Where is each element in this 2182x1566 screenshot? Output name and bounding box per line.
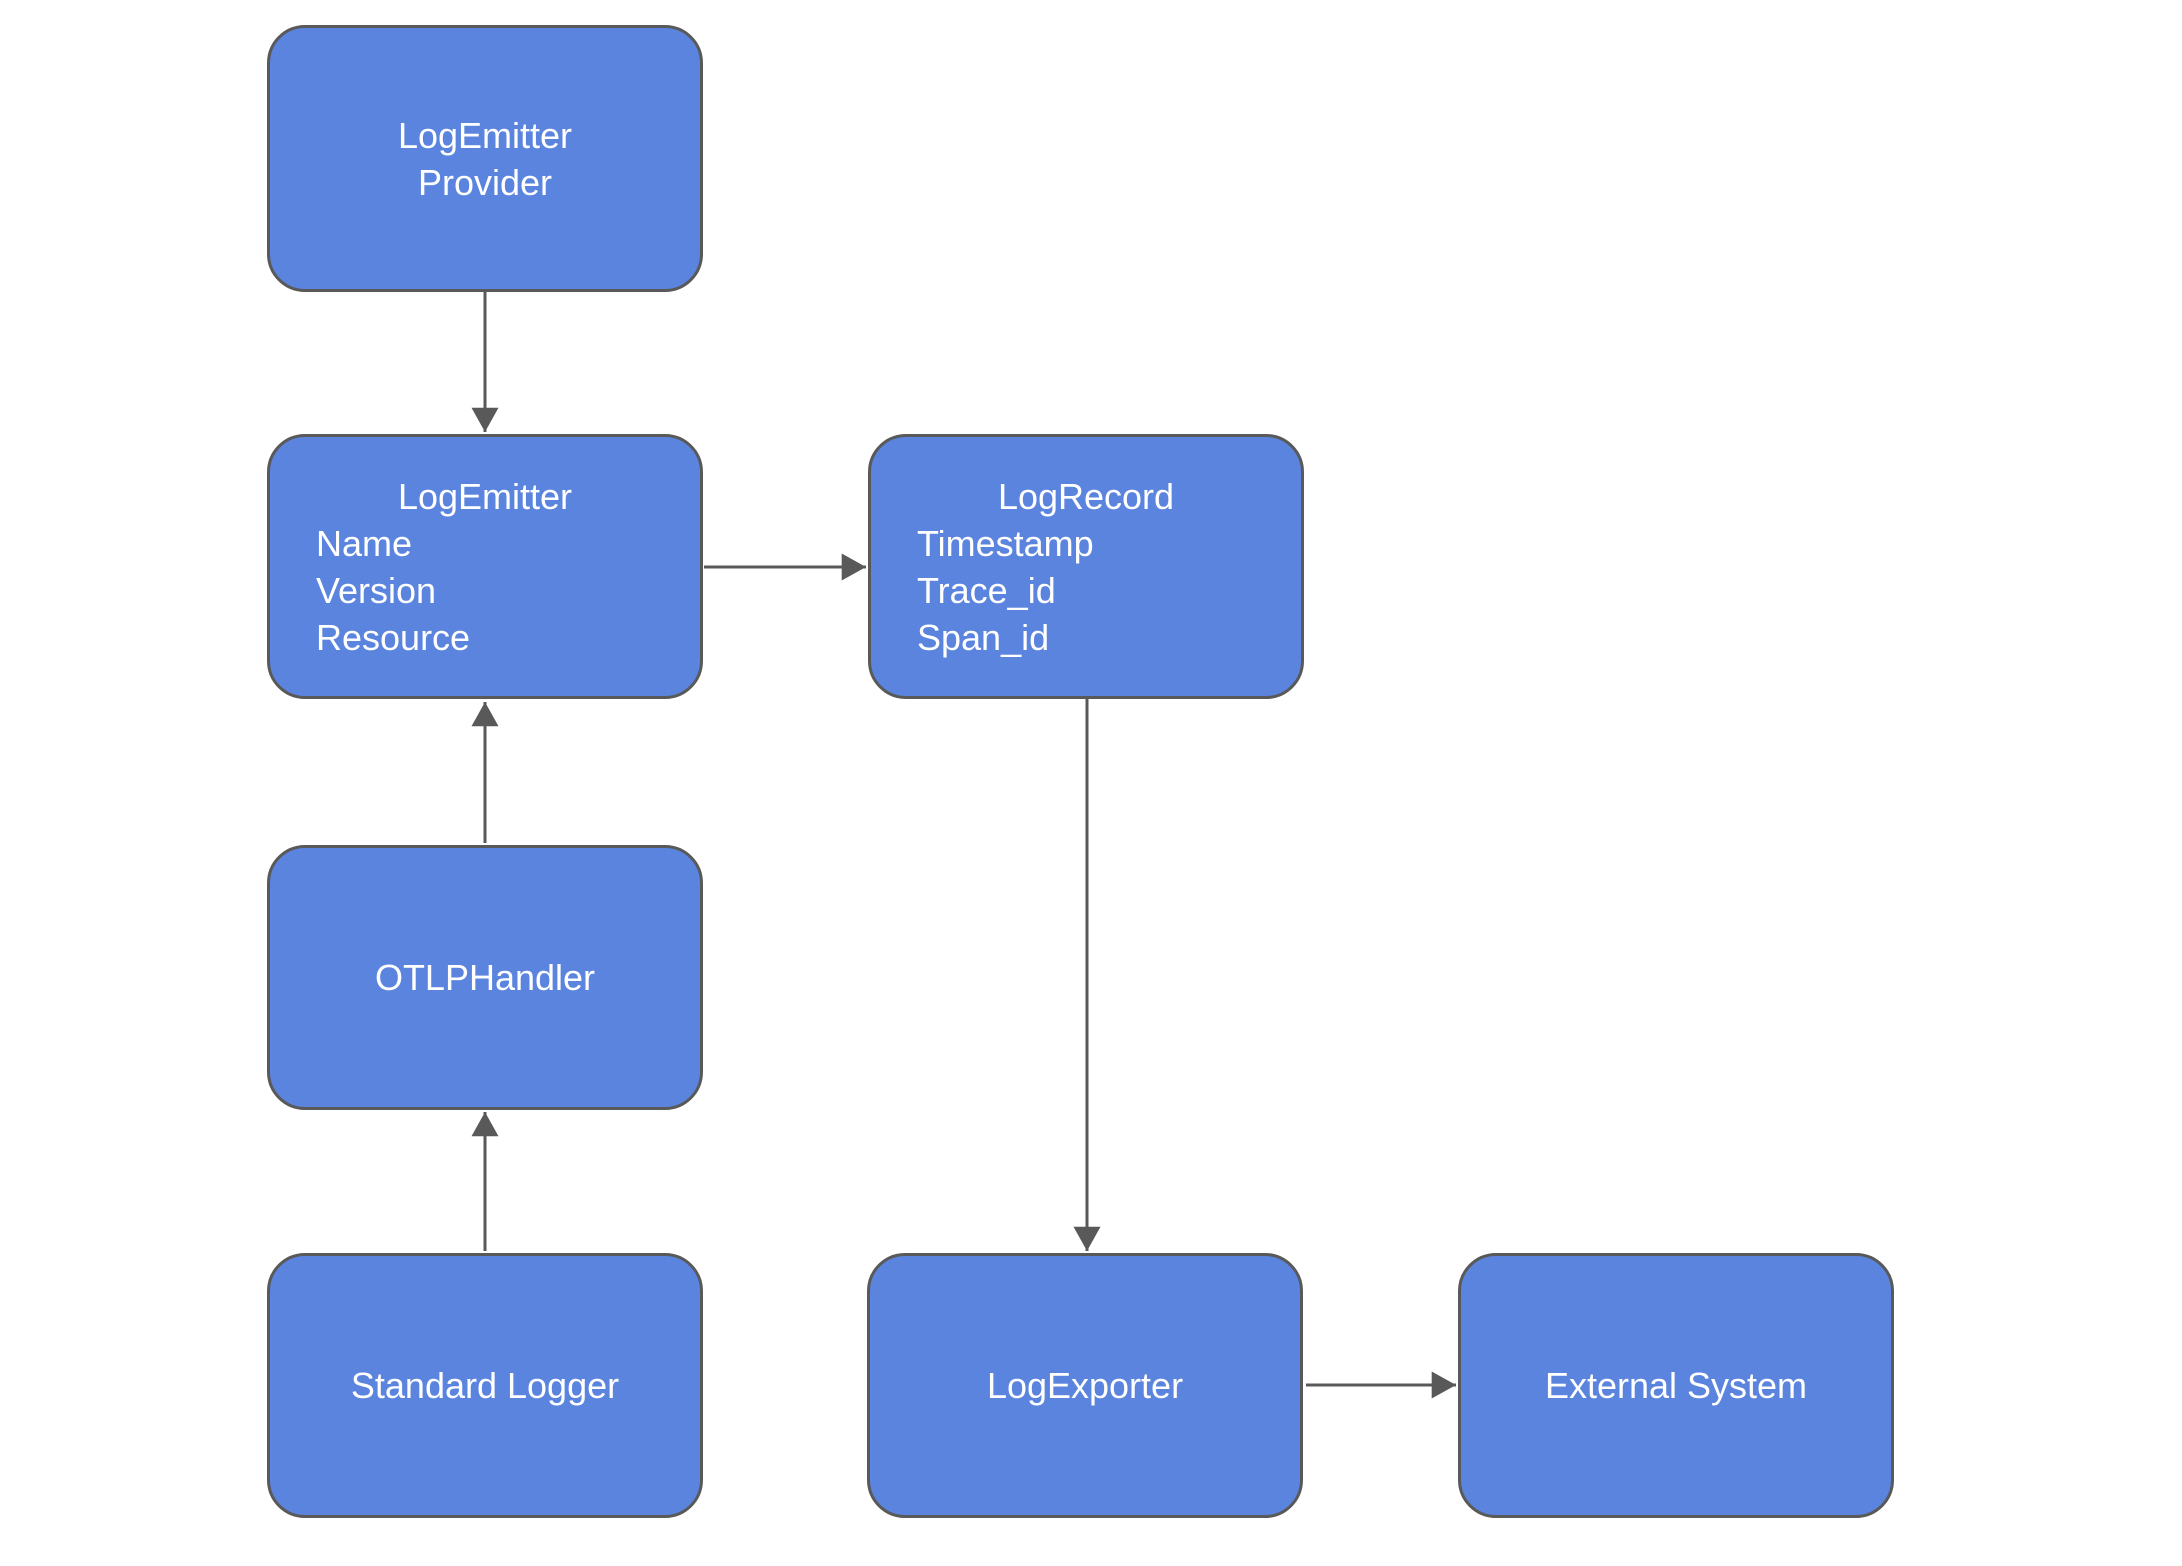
node-logrecord-title: LogRecord xyxy=(997,475,1175,517)
node-standard-logger: Standard Logger xyxy=(267,1253,703,1518)
node-logexporter-label: LogExporter xyxy=(986,1365,1184,1406)
node-otlphandler-label: OTLPHandler xyxy=(374,957,596,998)
node-external-system-label: External System xyxy=(1544,1365,1808,1406)
node-logemitter-title: LogEmitter xyxy=(397,475,573,517)
node-otlphandler: OTLPHandler xyxy=(267,845,703,1110)
node-logrecord-attr-trace-id: Trace_id xyxy=(917,569,1056,611)
node-standard-logger-label: Standard Logger xyxy=(350,1365,620,1406)
node-logexporter: LogExporter xyxy=(867,1253,1303,1518)
node-logemitter: LogEmitter Name Version Resource xyxy=(267,434,703,699)
node-logrecord-attr-span-id: Span_id xyxy=(917,616,1050,658)
node-external-system: External System xyxy=(1458,1253,1894,1518)
node-logrecord-attr-timestamp: Timestamp xyxy=(917,522,1094,564)
node-logemitter-provider: LogEmitter Provider xyxy=(267,25,703,292)
node-logemitter-attr-resource: Resource xyxy=(316,616,471,658)
node-logrecord: LogRecord Timestamp Trace_id Span_id xyxy=(868,434,1304,699)
node-logemitter-attr-name: Name xyxy=(316,522,413,564)
node-logemitter-provider-label: LogEmitter Provider xyxy=(397,114,573,203)
node-logemitter-attr-version: Version xyxy=(316,569,437,611)
